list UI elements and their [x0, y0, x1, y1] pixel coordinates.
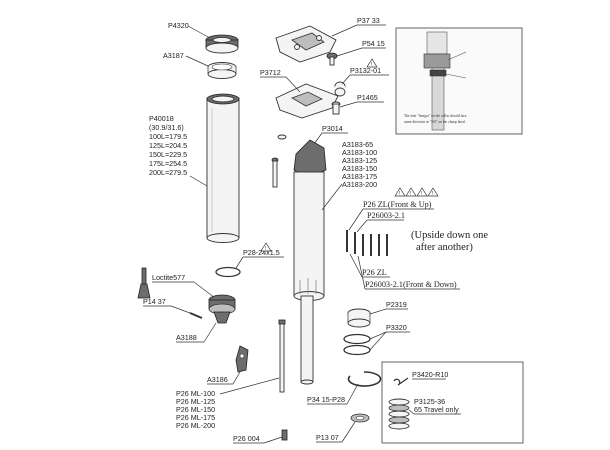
label-travel-note: 65 Travel only — [414, 405, 459, 414]
clamp-cone-part — [208, 294, 236, 324]
barrel-end-part — [281, 429, 288, 441]
label-p26zl-front-up: P26 ZL(Front & Up) — [363, 200, 432, 209]
o-rings-part — [343, 333, 371, 356]
label-a3186: A3186 — [207, 375, 228, 384]
base-washer-part — [350, 413, 370, 423]
loctite-tube-icon — [137, 267, 151, 299]
label-a3183-175: A3183-175 — [342, 172, 377, 181]
label-p26ml-175: P26 ML-175 — [176, 413, 215, 422]
outer-tube-part — [206, 93, 240, 243]
label-p3132: P3132-01 — [350, 66, 381, 75]
seal-head-part — [205, 34, 239, 54]
label-p40018-125l: 125L=204.5 — [149, 141, 187, 150]
small-washer-part — [277, 134, 287, 140]
label-p3733: P37 33 — [357, 16, 380, 25]
label-p40018-200l: 200L=279.5 — [149, 168, 187, 177]
label-p3420: P3420-R10 — [412, 370, 448, 379]
inner-post-part — [293, 139, 327, 385]
label-p40018-175l: 175L=254.5 — [149, 159, 187, 168]
label-a3183-150: A3183-150 — [342, 164, 377, 173]
label-p26003-21-front-down: P26003-2.1(Front & Down) — [365, 280, 457, 289]
label-p1465: P1465 — [357, 93, 378, 102]
label-p3712: P3712 — [260, 68, 281, 77]
label-p3320: P3320 — [386, 323, 407, 332]
label-p5415: P54 15 — [362, 39, 385, 48]
label-p26ml-150: P26 ML-150 — [176, 405, 215, 414]
cable-rod-part — [278, 319, 286, 393]
label-p26004: P26 004 — [233, 434, 260, 443]
label-p26ml-200: P26 ML-200 — [176, 421, 215, 430]
label-p40018-diameter: (30.9/31.6) — [149, 123, 184, 132]
svg-text:!: ! — [371, 62, 372, 68]
warning-triangle-icon: ! — [260, 242, 272, 252]
label-p26ml-125: P26 ML-125 — [176, 397, 215, 406]
lower-clamp-cradle-part — [275, 83, 339, 119]
travel-kit-box — [381, 361, 524, 444]
inset-caption-line-1: The font "Integra" on the collar should … — [404, 114, 467, 118]
label-p26ml-100: P26 ML-100 — [176, 389, 215, 398]
label-p1437: P14 37 — [143, 297, 166, 306]
label-a3183-100: A3183-100 — [342, 148, 377, 157]
warning-triangle-icon: ! ! ! ! — [394, 187, 439, 197]
label-p3415: P34 15-P28 — [307, 395, 345, 404]
svg-text:!: ! — [432, 191, 433, 197]
svg-text:!: ! — [421, 191, 422, 197]
saddle-pin-part — [331, 101, 341, 115]
label-p2319: P2319 — [386, 300, 407, 309]
cable-lever-part — [235, 345, 249, 373]
note-upside-down-2: after another) — [416, 242, 473, 253]
svg-text:!: ! — [399, 191, 400, 197]
o-ring-part — [215, 266, 241, 278]
label-p26zl: P26 ZL — [362, 268, 387, 277]
barrel-nut-part — [334, 81, 346, 97]
collar-orientation-inset: The font "Integra" on the collar should … — [395, 27, 523, 135]
label-loctite: Loctite577 — [152, 273, 185, 282]
label-p3014: P3014 — [322, 124, 343, 133]
label-p28: P28-24x1.5 — [243, 248, 280, 257]
label-a3183-125: A3183-125 — [342, 156, 377, 165]
long-clamp-bolt-part — [271, 157, 279, 188]
label-p4320: P4320 — [168, 21, 189, 30]
label-a3183-200: A3183-200 — [342, 180, 377, 189]
label-p40018-100l: 100L=179.5 — [149, 132, 187, 141]
inset-caption-line-2: same direction as "KS" on the clamp head… — [404, 120, 466, 124]
small-spring-clip-part — [393, 377, 409, 386]
clamp-bolt-part — [326, 52, 338, 66]
svg-text:!: ! — [265, 246, 266, 252]
snap-ring-part — [347, 371, 382, 387]
label-a3188: A3188 — [176, 333, 197, 342]
small-screw-part — [189, 312, 203, 319]
note-upside-down-1: (Upside down one — [411, 230, 488, 241]
label-p26003-21: P26003-2.1 — [367, 211, 405, 220]
label-p40018-150l: 150L=229.5 — [149, 150, 187, 159]
spring-stack-part — [388, 398, 410, 430]
guide-bushing-part — [347, 308, 371, 328]
key-pins-part — [346, 230, 388, 256]
warning-triangle-icon: ! — [366, 58, 378, 68]
label-p3125: P3125-36 — [414, 397, 445, 406]
label-a3183-65: A3183-65 — [342, 140, 373, 149]
label-p40018: P40018 — [149, 114, 174, 123]
collar-ring-part — [207, 62, 237, 79]
top-clamp-plate-part — [275, 25, 337, 63]
svg-text:!: ! — [410, 191, 411, 197]
label-a3187: A3187 — [163, 51, 184, 60]
label-p1307: P13 07 — [316, 433, 339, 442]
